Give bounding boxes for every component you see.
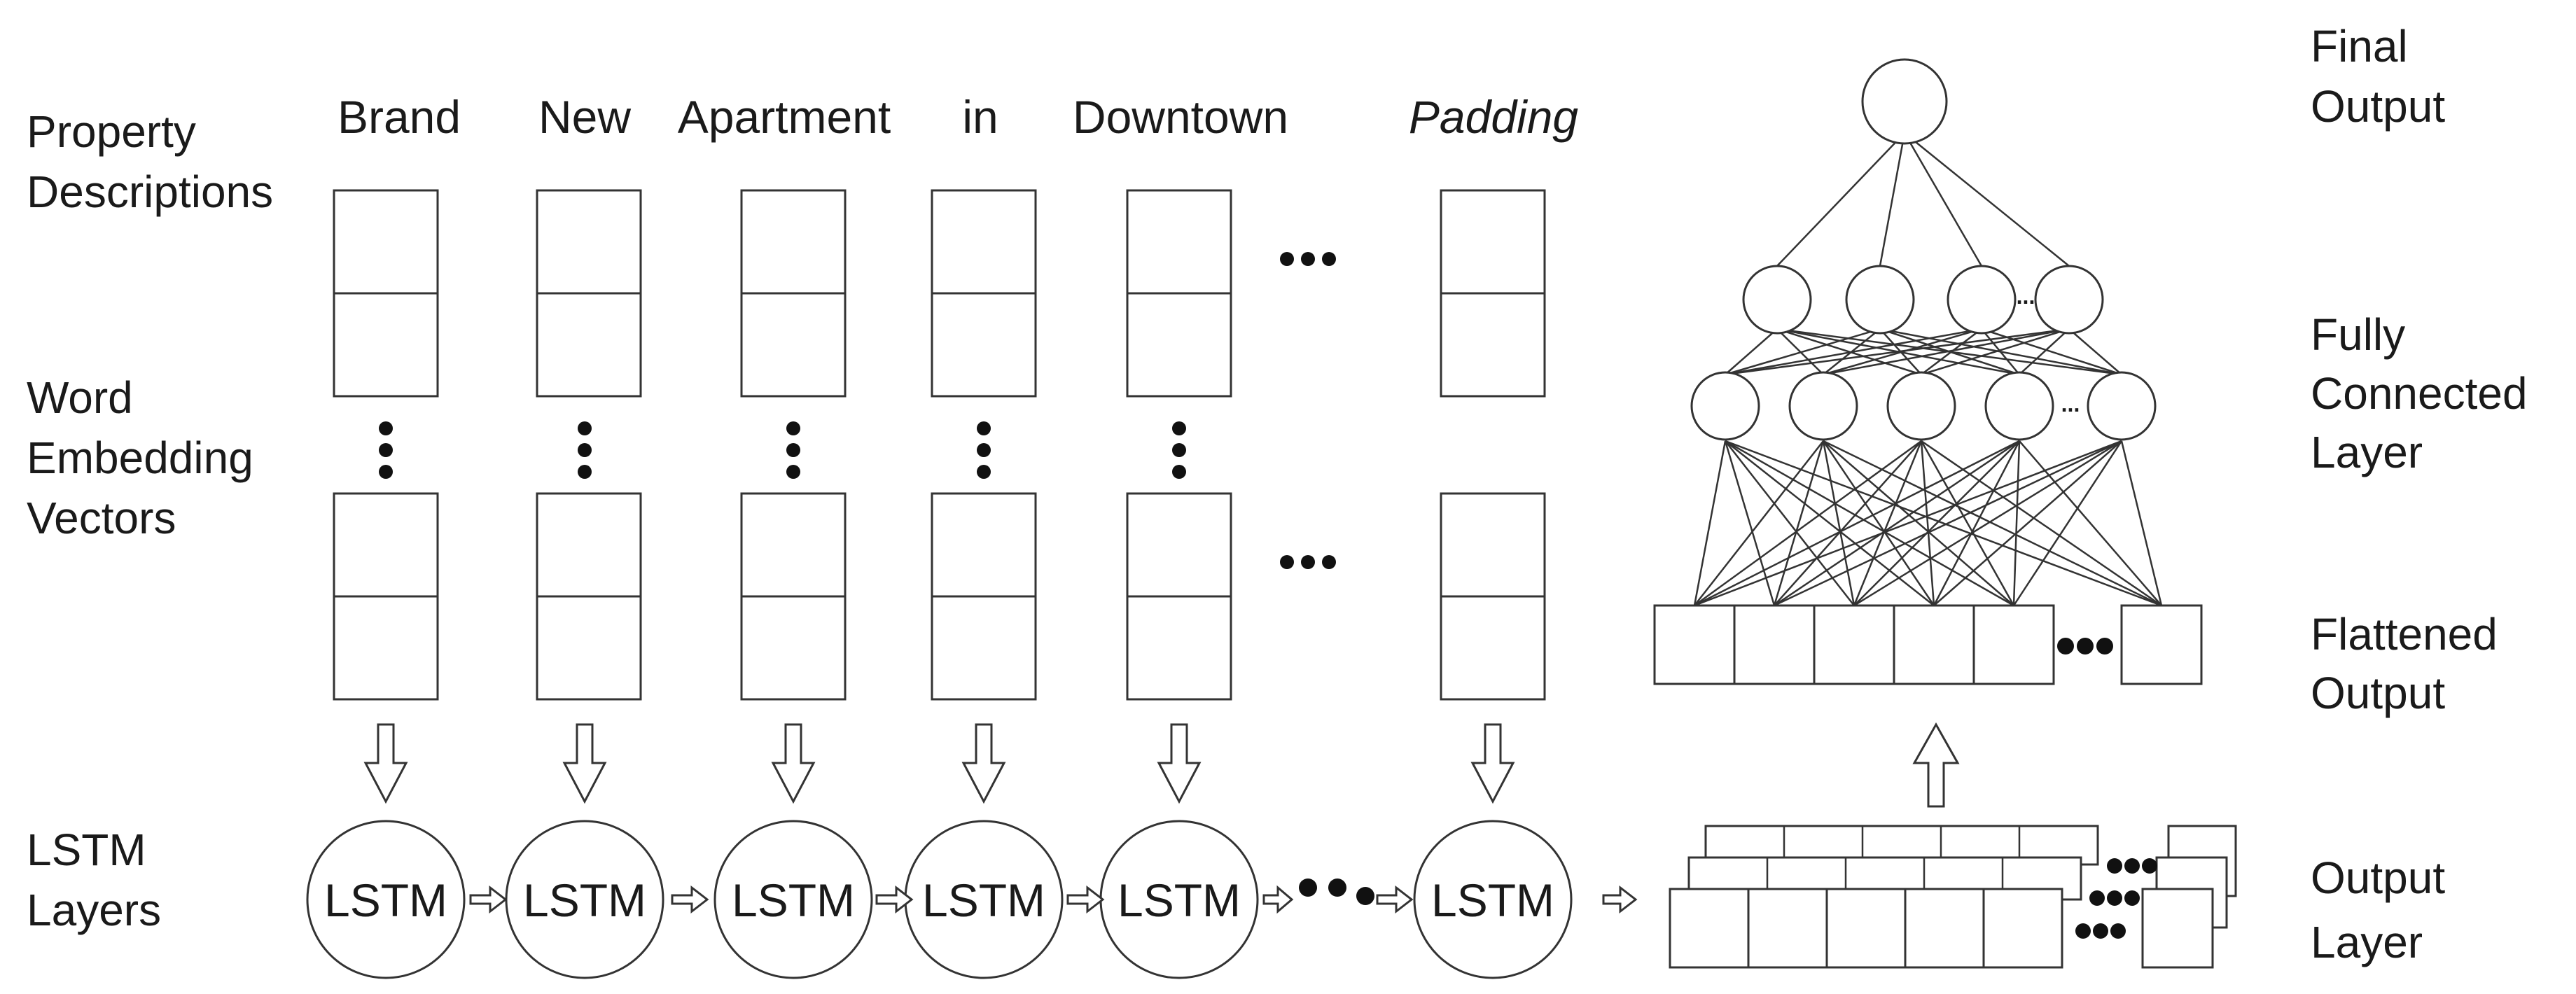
horizontal-ellipsis-icon bbox=[2107, 858, 2157, 874]
lstm-connectors bbox=[469, 878, 1638, 914]
embedding-column-apartment bbox=[740, 189, 847, 701]
fc-node bbox=[1845, 265, 1915, 335]
lstm-label: LSTM bbox=[922, 874, 1045, 926]
fc-node bbox=[1984, 371, 2054, 441]
embedding-column-downtown bbox=[1126, 189, 1232, 701]
network-edges bbox=[1693, 132, 2163, 607]
word-brand: Brand bbox=[337, 91, 461, 143]
right-arrow-icon bbox=[1602, 885, 1638, 914]
right-arrow-icon bbox=[1376, 885, 1414, 914]
label-vectors: Vectors bbox=[27, 493, 176, 543]
down-arrow-icon bbox=[1470, 723, 1515, 804]
word-downtown: Downtown bbox=[1073, 91, 1288, 143]
horizontal-ellipsis-icon bbox=[2057, 638, 2113, 654]
label-flattened: Flattened bbox=[2311, 609, 2498, 659]
fc-node bbox=[1947, 265, 2017, 335]
embedding-columns bbox=[333, 189, 1546, 701]
label-layers: Layers bbox=[27, 885, 161, 935]
word-apartment: Apartment bbox=[678, 91, 891, 143]
vertical-ellipsis-icon bbox=[977, 421, 991, 479]
label-final-output: Output bbox=[2311, 81, 2445, 132]
lstm-label: LSTM bbox=[732, 874, 855, 926]
fc-node bbox=[1742, 265, 1812, 335]
horizontal-ellipsis-icon bbox=[1280, 555, 1336, 569]
lstm-cell bbox=[713, 820, 873, 979]
output-layer-stack bbox=[1669, 825, 2237, 969]
lstm-label: LSTM bbox=[1118, 874, 1241, 926]
fc-upper-ellipsis: ... bbox=[2017, 284, 2035, 309]
down-arrow-icon bbox=[562, 723, 607, 804]
flattened-output-row bbox=[1653, 604, 2203, 685]
word-new: New bbox=[538, 91, 631, 143]
fc-upper-nodes: ... bbox=[1742, 265, 2104, 335]
final-output-node bbox=[1861, 58, 1948, 145]
fc-node bbox=[2034, 265, 2104, 335]
fc-node bbox=[2087, 371, 2157, 441]
label-layer: Layer bbox=[2311, 427, 2423, 477]
label-fully: Fully bbox=[2311, 309, 2405, 360]
embedding-column-new bbox=[536, 189, 642, 701]
fc-node bbox=[1788, 371, 1858, 441]
right-arrow-icon bbox=[469, 885, 508, 914]
embedding-column-padding bbox=[1440, 189, 1546, 701]
embedding-column-brand bbox=[333, 189, 439, 701]
vertical-ellipsis-icon bbox=[578, 421, 592, 479]
label-descriptions: Descriptions bbox=[27, 167, 273, 217]
right-arrow-icon bbox=[1262, 885, 1294, 914]
embedding-column-in bbox=[931, 189, 1037, 701]
vertical-ellipsis-icon bbox=[786, 421, 800, 479]
down-arrow-icon bbox=[771, 723, 816, 804]
label-output-layer: Layer bbox=[2311, 917, 2423, 967]
fc-lower-nodes: ... bbox=[1690, 371, 2157, 441]
vertical-ellipsis-icon bbox=[379, 421, 393, 479]
fc-node bbox=[1886, 371, 1956, 441]
right-arrow-icon bbox=[875, 885, 914, 914]
label-word: Word bbox=[27, 372, 133, 423]
vertical-ellipsis-group bbox=[379, 421, 1186, 479]
down-arrow-icon bbox=[1157, 723, 1202, 804]
label-embedding: Embedding bbox=[27, 433, 253, 483]
lstm-cell bbox=[306, 820, 466, 979]
horizontal-ellipsis-icon bbox=[1299, 878, 1374, 905]
lstm-label: LSTM bbox=[1431, 874, 1554, 926]
horizontal-ellipsis-icon bbox=[2075, 923, 2126, 939]
down-arrow-icon bbox=[961, 723, 1006, 804]
down-arrows bbox=[363, 723, 1515, 804]
word-padding: Padding bbox=[1409, 91, 1579, 143]
label-property: Property bbox=[27, 106, 196, 157]
fc-lower-ellipsis: ... bbox=[2061, 391, 2080, 416]
vertical-ellipsis-icon bbox=[1172, 421, 1186, 479]
lstm-cells: LSTM LSTM LSTM LSTM LSTM LSTM bbox=[306, 820, 1573, 979]
label-output: Output bbox=[2311, 853, 2445, 903]
label-final: Final bbox=[2311, 21, 2408, 71]
lstm-label: LSTM bbox=[324, 874, 447, 926]
label-connected: Connected bbox=[2311, 368, 2528, 419]
word-in: in bbox=[962, 91, 998, 143]
lstm-label: LSTM bbox=[523, 874, 646, 926]
right-arrow-icon bbox=[1066, 885, 1105, 914]
label-flattened-output: Output bbox=[2311, 668, 2445, 718]
label-lstm: LSTM bbox=[27, 825, 146, 875]
horizontal-ellipsis-icon bbox=[2089, 890, 2140, 906]
down-arrow-icon bbox=[363, 723, 408, 804]
right-arrow-icon bbox=[671, 885, 709, 914]
lstm-cell bbox=[1413, 820, 1573, 979]
up-arrow-icon bbox=[1912, 722, 1960, 808]
fc-node bbox=[1690, 371, 1760, 441]
horizontal-ellipsis-icon bbox=[1280, 252, 1336, 266]
